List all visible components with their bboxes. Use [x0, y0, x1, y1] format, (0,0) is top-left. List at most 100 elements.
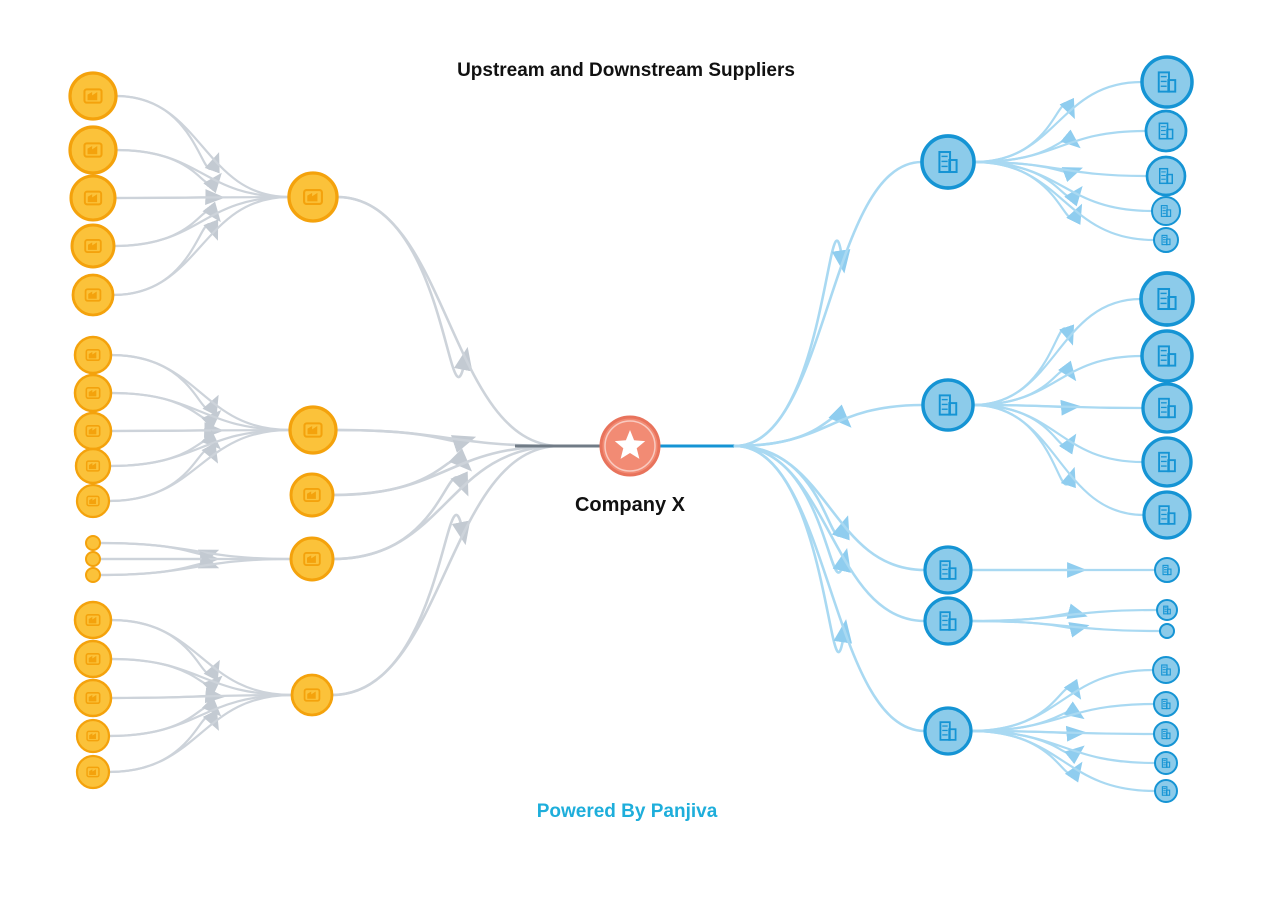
tier2-supplier-node[interactable] — [85, 567, 101, 583]
center-company-node[interactable] — [599, 415, 661, 477]
downstream-link — [972, 160, 1156, 242]
tier2-supplier-node[interactable] — [69, 174, 117, 222]
direct-supplier-node[interactable] — [289, 536, 335, 582]
direct-customer-node[interactable] — [923, 596, 973, 646]
upstream-link — [98, 541, 293, 561]
direct-customer-node[interactable] — [920, 134, 976, 190]
building-icon — [1158, 122, 1174, 140]
direct-supplier-node[interactable] — [290, 673, 334, 717]
tier2-customer-node[interactable] — [1141, 436, 1193, 488]
tier2-supplier-node[interactable] — [73, 639, 113, 679]
tier2-supplier-node[interactable] — [73, 411, 113, 451]
downstream-link — [969, 729, 1157, 765]
downstream-link — [972, 80, 1144, 164]
factory-icon — [85, 460, 101, 472]
upstream-link — [109, 391, 222, 430]
building-icon — [1162, 564, 1172, 576]
tier2-supplier-node[interactable] — [73, 678, 113, 718]
upstream-link — [330, 444, 562, 697]
factory-icon — [83, 88, 103, 104]
tier2-customer-node[interactable] — [1153, 227, 1179, 253]
upstream-link — [109, 693, 294, 700]
factory-icon — [303, 422, 323, 438]
upstream-link — [331, 444, 562, 497]
tier2-supplier-node[interactable] — [75, 483, 111, 519]
building-icon — [1163, 605, 1171, 615]
factory-icon — [303, 488, 321, 502]
direct-supplier-node[interactable] — [288, 405, 338, 455]
tier2-supplier-node[interactable] — [70, 223, 116, 269]
tier2-customer-node[interactable] — [1141, 382, 1193, 434]
tier2-customer-node[interactable] — [1154, 557, 1180, 583]
tier2-supplier-node[interactable] — [85, 551, 101, 567]
tier2-customer-node[interactable] — [1154, 779, 1178, 803]
tier2-supplier-node[interactable] — [85, 535, 101, 551]
tier2-customer-node[interactable] — [1142, 490, 1192, 540]
building-icon — [1157, 345, 1177, 367]
tier2-supplier-node[interactable] — [71, 273, 115, 317]
factory-icon — [86, 495, 100, 507]
tier2-supplier-node[interactable] — [68, 125, 118, 175]
tier2-supplier-node[interactable] — [73, 600, 113, 640]
tier2-customer-node[interactable] — [1139, 271, 1195, 327]
building-icon — [1161, 698, 1171, 710]
downstream-link — [971, 403, 1077, 455]
building-icon — [1158, 505, 1176, 525]
tier2-supplier-node[interactable] — [75, 718, 111, 754]
upstream-link — [112, 195, 291, 248]
star-icon — [614, 430, 646, 459]
tier2-customer-node[interactable] — [1154, 751, 1178, 775]
tier2-supplier-node[interactable] — [75, 754, 111, 790]
tier2-customer-node[interactable] — [1151, 196, 1181, 226]
downstream-link — [972, 160, 1154, 213]
tier2-customer-node[interactable] — [1145, 155, 1187, 197]
downstream-link — [969, 608, 1159, 623]
tier2-customer-node[interactable] — [1140, 329, 1194, 383]
upstream-link — [114, 148, 291, 199]
downstream-link — [971, 354, 1144, 407]
upstream-link — [107, 442, 219, 503]
downstream-link — [733, 444, 927, 572]
downstream-link — [969, 619, 1162, 633]
downstream-link — [969, 678, 1082, 733]
upstream-link — [107, 693, 294, 738]
tier2-supplier-node[interactable] — [73, 373, 113, 413]
tier2-supplier-node[interactable] — [68, 71, 118, 121]
downstream-link — [972, 160, 1149, 178]
direct-customer-node[interactable] — [923, 545, 973, 595]
downstream-link — [971, 324, 1075, 407]
upstream-link — [331, 448, 473, 497]
upstream-link — [107, 696, 222, 738]
factory-icon — [83, 190, 103, 206]
building-icon — [939, 611, 957, 631]
tier2-customer-node[interactable] — [1153, 721, 1179, 747]
tier2-customer-node[interactable] — [1152, 656, 1180, 684]
tier2-customer-node[interactable] — [1159, 623, 1175, 639]
building-icon — [1161, 758, 1171, 768]
direct-customer-node[interactable] — [921, 378, 975, 432]
tier2-customer-node[interactable] — [1153, 691, 1179, 717]
direct-customer-node[interactable] — [923, 706, 973, 756]
powered-by-footer[interactable]: Powered By Panjiva — [536, 801, 718, 822]
downstream-link — [971, 297, 1143, 407]
direct-supplier-node[interactable] — [287, 171, 339, 223]
upstream-link — [331, 444, 562, 561]
building-icon — [939, 721, 957, 741]
factory-icon — [86, 730, 100, 742]
downstream-link — [971, 403, 1145, 464]
factory-icon — [303, 552, 321, 566]
downstream-link — [972, 129, 1148, 164]
center-company-label: Company X — [574, 494, 686, 516]
upstream-link — [112, 201, 221, 248]
factory-icon — [303, 688, 321, 702]
tier2-supplier-node[interactable] — [74, 447, 112, 485]
tier2-supplier-node[interactable] — [73, 335, 113, 375]
building-icon — [939, 560, 957, 580]
building-icon — [1157, 71, 1177, 93]
tier2-customer-node[interactable] — [1156, 599, 1178, 621]
tier2-customer-node[interactable] — [1144, 109, 1188, 153]
direct-supplier-node[interactable] — [289, 472, 335, 518]
tier2-customer-node[interactable] — [1140, 55, 1194, 109]
upstream-link — [109, 428, 292, 433]
